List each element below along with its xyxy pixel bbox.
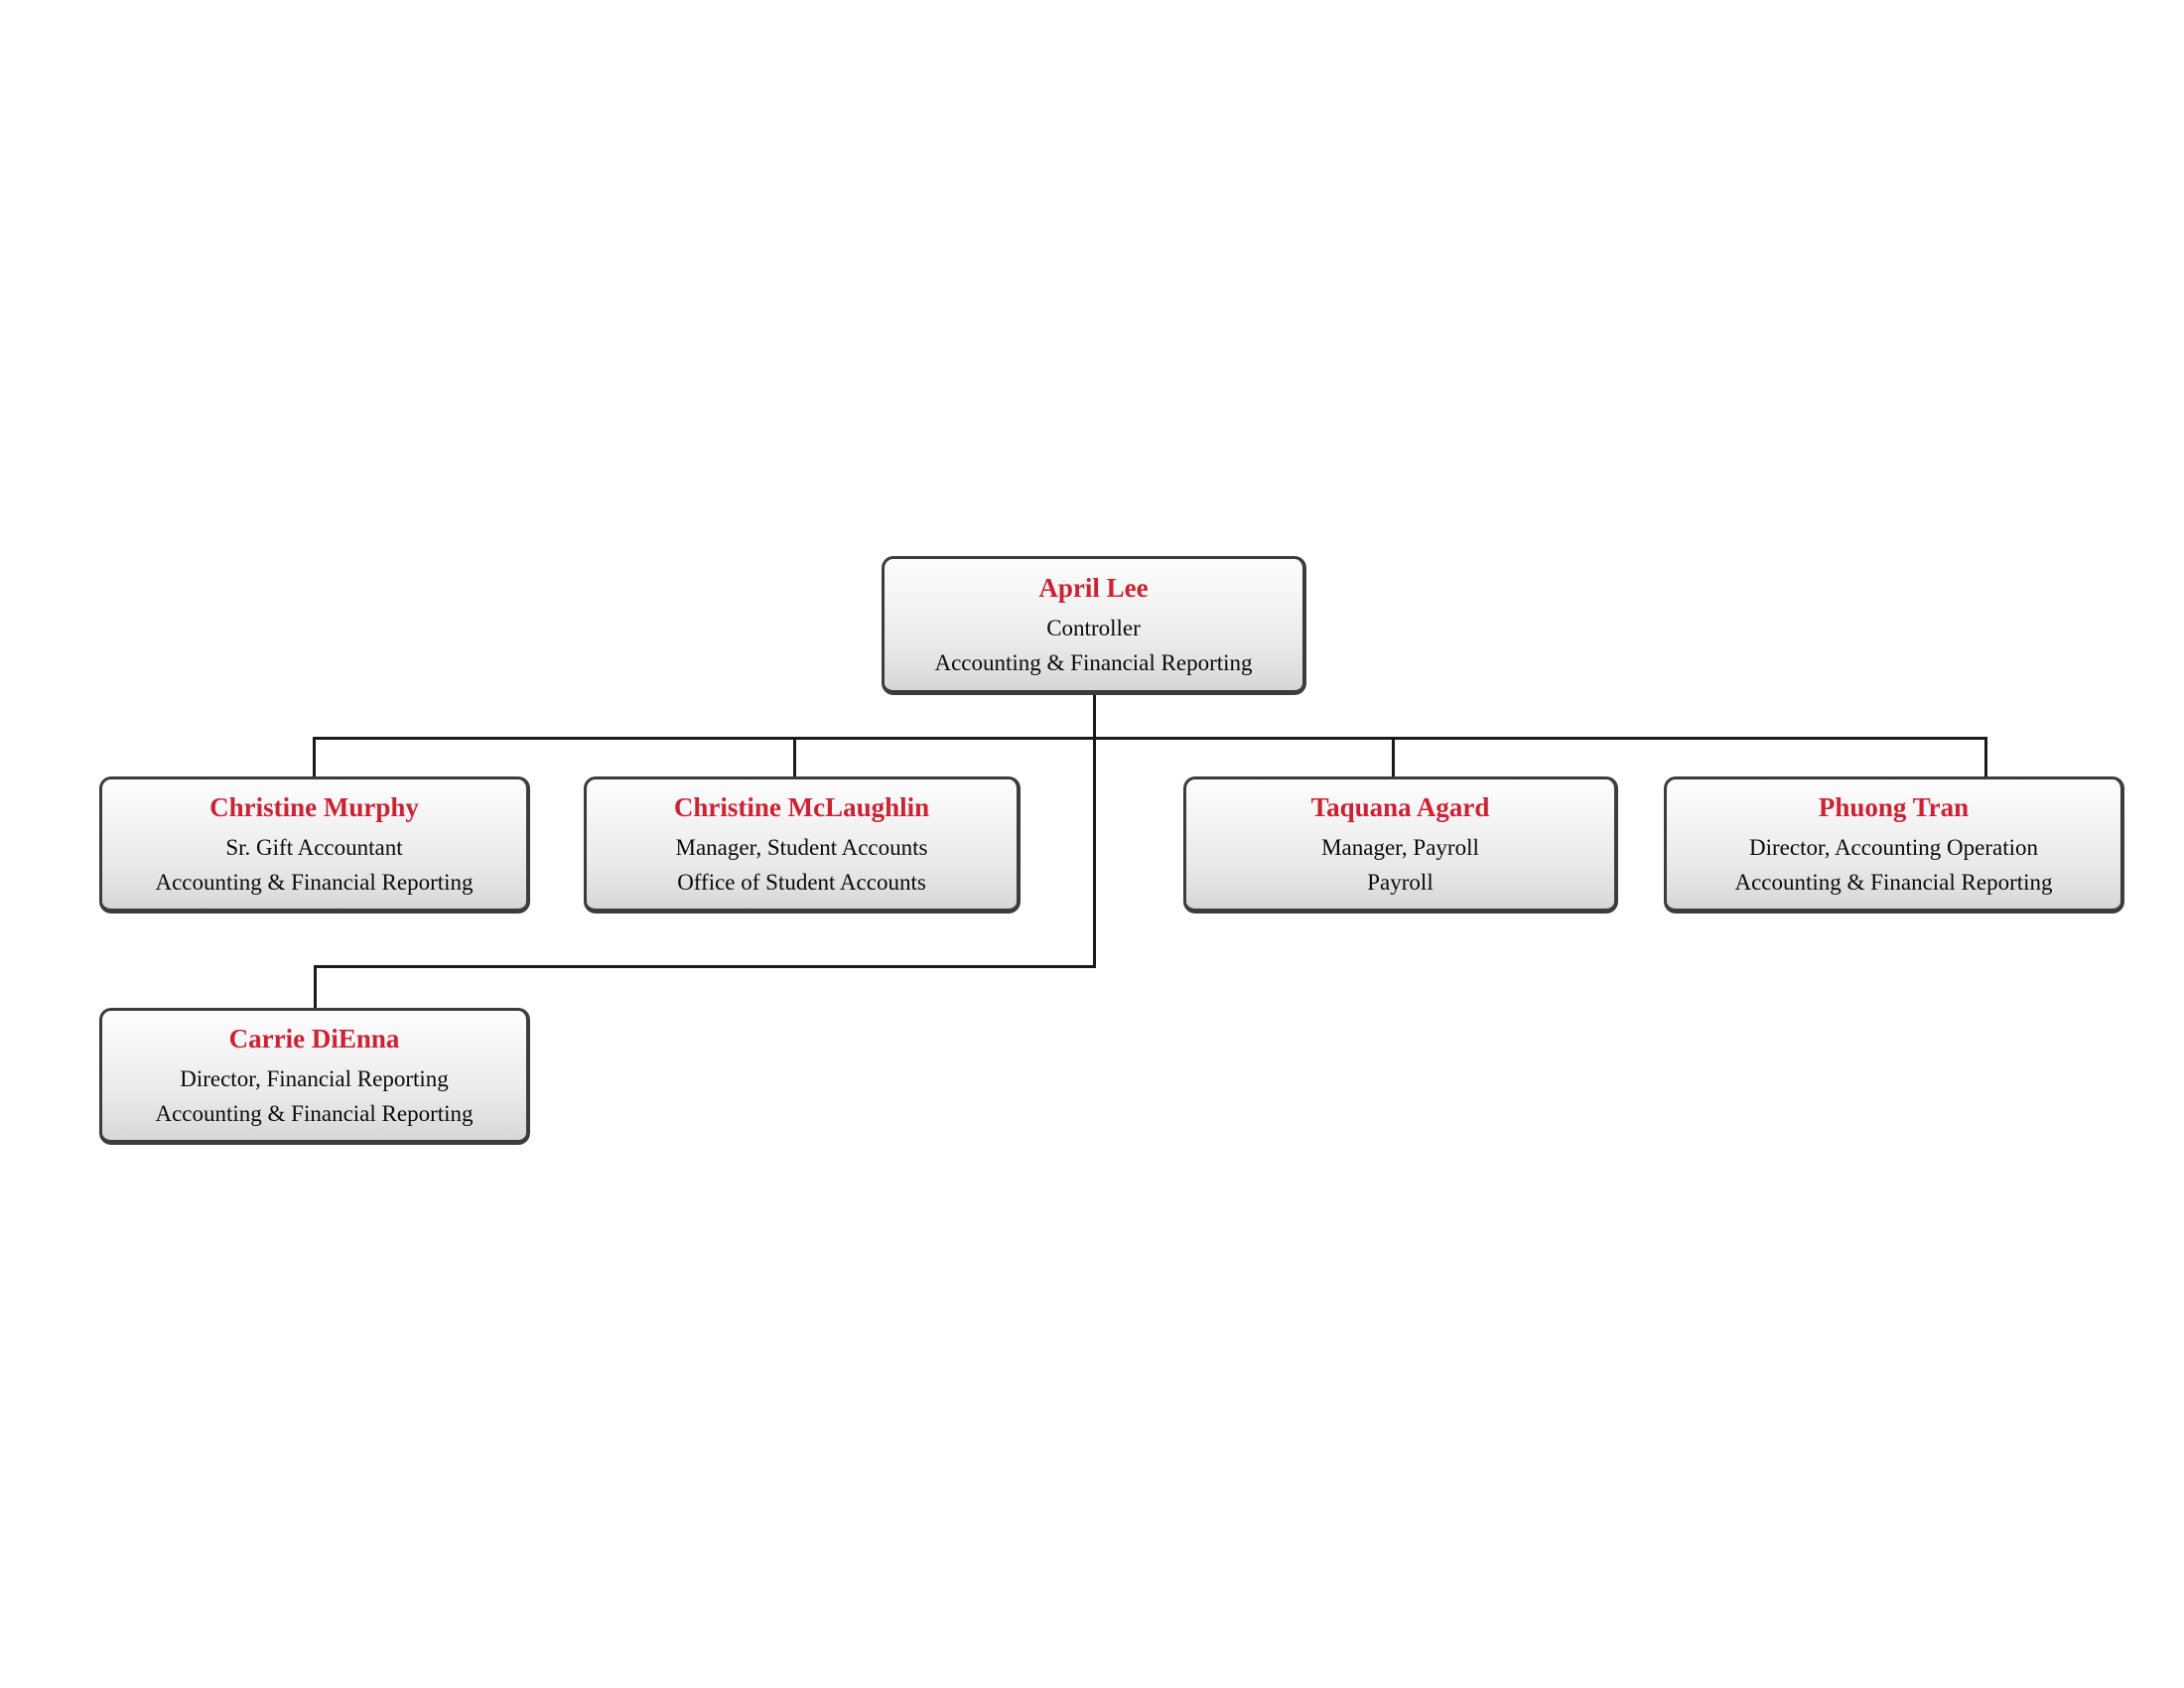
org-node-name: Phuong Tran (1818, 791, 1970, 822)
connector-root-stem (1093, 695, 1096, 968)
org-node-department: Accounting & Financial Reporting (155, 870, 474, 896)
org-node-phuong-tran[interactable]: Phuong Tran Director, Accounting Operati… (1664, 776, 2124, 914)
org-node-title: Manager, Payroll (1321, 835, 1479, 861)
org-node-title: Controller (1046, 616, 1141, 641)
org-node-april-lee[interactable]: April Lee Controller Accounting & Financ… (882, 556, 1306, 695)
org-node-name: Carrie DiEnna (228, 1023, 400, 1054)
org-node-title: Director, Financial Reporting (180, 1066, 449, 1092)
org-node-christine-murphy[interactable]: Christine Murphy Sr. Gift Accountant Acc… (99, 776, 530, 914)
connector-drop-taquana-agard (1392, 737, 1395, 776)
org-node-department: Accounting & Financial Reporting (934, 650, 1253, 676)
connector-drop-christine-mclaughlin (793, 737, 796, 776)
org-node-name: Taquana Agard (1310, 791, 1490, 822)
org-node-department: Accounting & Financial Reporting (1734, 870, 2053, 896)
org-node-name: Christine Murphy (209, 791, 419, 822)
org-node-name: April Lee (1038, 572, 1149, 603)
org-node-department: Payroll (1367, 870, 1433, 896)
connector-drop-christine-murphy (313, 737, 316, 776)
org-node-name: Christine McLaughlin (673, 791, 930, 822)
org-node-christine-mclaughlin[interactable]: Christine McLaughlin Manager, Student Ac… (584, 776, 1021, 914)
connector-level2-bar (314, 737, 1987, 740)
org-node-taquana-agard[interactable]: Taquana Agard Manager, Payroll Payroll (1183, 776, 1618, 914)
connector-drop-carrie-dienna (314, 965, 317, 1010)
org-node-title: Manager, Student Accounts (675, 835, 928, 861)
org-node-department: Accounting & Financial Reporting (155, 1101, 474, 1127)
org-node-carrie-dienna[interactable]: Carrie DiEnna Director, Financial Report… (99, 1008, 530, 1145)
org-node-department: Office of Student Accounts (677, 870, 926, 896)
org-node-title: Director, Accounting Operation (1749, 835, 2038, 861)
connector-level3-bar (314, 965, 1096, 968)
org-node-title: Sr. Gift Accountant (225, 835, 403, 861)
connector-drop-phuong-tran (1984, 737, 1987, 776)
